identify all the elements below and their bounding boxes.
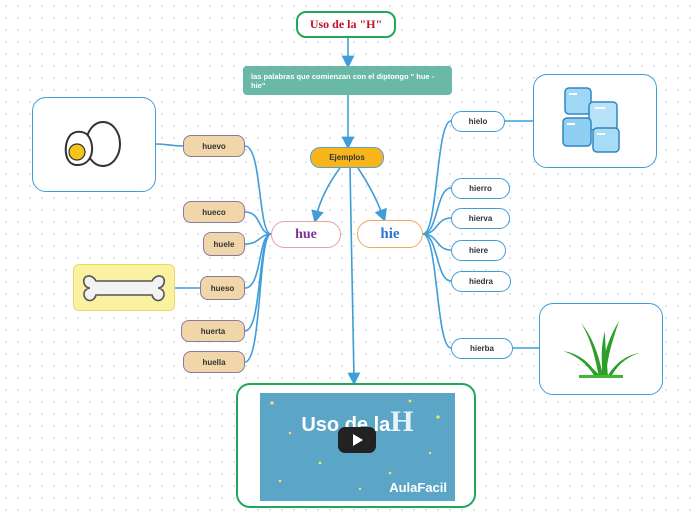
stars-decoration bbox=[270, 399, 440, 491]
leaf-hueco[interactable]: hueco bbox=[183, 201, 245, 223]
leaf-hierba[interactable]: hierba bbox=[451, 338, 513, 359]
leaf-huella[interactable]: huella bbox=[183, 351, 245, 373]
play-button[interactable] bbox=[338, 427, 376, 453]
hue-node[interactable]: hue bbox=[271, 221, 341, 248]
title-node[interactable]: Uso de la "H" bbox=[296, 11, 396, 38]
grass-icon bbox=[563, 321, 639, 378]
bone-icon bbox=[82, 274, 166, 301]
ice-cubes-icon bbox=[562, 87, 620, 153]
description-node[interactable]: las palabras que comienzan con el dipton… bbox=[243, 66, 452, 95]
egg-icon bbox=[64, 120, 121, 167]
egg-image-box[interactable] bbox=[32, 97, 156, 192]
brand-label: AulaFacil bbox=[389, 480, 447, 495]
leaf-hierro[interactable]: hierro bbox=[451, 178, 510, 199]
leaf-hiere[interactable]: hiere bbox=[451, 240, 506, 261]
leaf-huele[interactable]: huele bbox=[203, 232, 245, 256]
leaf-hierva[interactable]: hierva bbox=[451, 208, 510, 229]
leaf-hielo[interactable]: hielo bbox=[451, 111, 505, 132]
leaf-huerta[interactable]: huerta bbox=[181, 320, 245, 342]
hie-node[interactable]: hie bbox=[357, 220, 423, 248]
examples-node[interactable]: Ejemplos bbox=[310, 147, 384, 168]
bone-image-box[interactable] bbox=[73, 264, 175, 311]
leaf-hueso[interactable]: hueso bbox=[200, 276, 245, 300]
video-thumbnail[interactable]: Uso de laH AulaFacil bbox=[260, 393, 455, 501]
play-icon bbox=[353, 434, 363, 446]
leaf-huevo[interactable]: huevo bbox=[183, 135, 245, 157]
leaf-hiedra[interactable]: hiedra bbox=[451, 271, 511, 292]
video-node[interactable]: Uso de laH AulaFacil bbox=[236, 383, 476, 508]
grass-image-box[interactable] bbox=[539, 303, 663, 395]
ice-image-box[interactable] bbox=[533, 74, 657, 168]
